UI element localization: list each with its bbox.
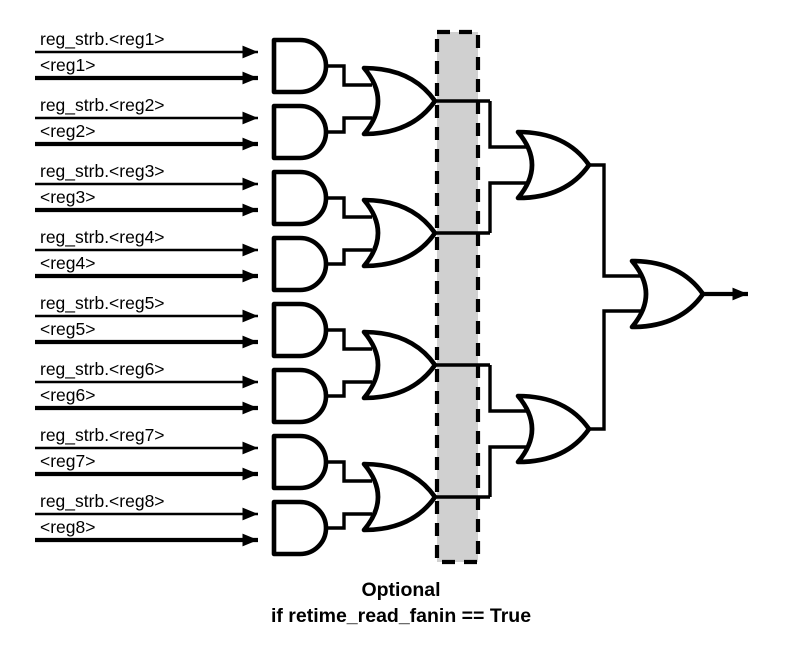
input-wires-row-1 bbox=[35, 45, 258, 85]
connector-orl2a-final bbox=[589, 163, 641, 278]
label-data-reg6: <reg6> bbox=[40, 385, 96, 405]
and-gate-2 bbox=[271, 103, 329, 161]
caption-optional: Optional bbox=[361, 579, 441, 601]
label-data-reg1: <reg1> bbox=[40, 55, 96, 75]
input-wires-row-8 bbox=[35, 507, 258, 547]
or-gate-l1-1 bbox=[361, 65, 438, 137]
or-gate-l1-2 bbox=[361, 197, 438, 269]
label-data-reg7: <reg7> bbox=[40, 451, 96, 471]
wires-through-optional-block bbox=[435, 99, 490, 499]
input-wires-row-6 bbox=[35, 375, 258, 415]
connector-or2-orl2a bbox=[488, 181, 527, 233]
and-gate-6 bbox=[271, 367, 329, 425]
connector-and3-or2 bbox=[326, 196, 372, 219]
and-gate-1 bbox=[271, 37, 329, 95]
or-gate-final bbox=[629, 258, 706, 330]
label-data-reg4: <reg4> bbox=[40, 253, 96, 273]
label-strobe-reg4: reg_strb.<reg4> bbox=[40, 227, 165, 247]
connector-and7-or4 bbox=[326, 460, 372, 483]
and-gate-3 bbox=[271, 169, 329, 227]
input-wires-row-2 bbox=[35, 111, 258, 151]
and-gate-5 bbox=[271, 301, 329, 359]
label-strobe-reg2: reg_strb.<reg2> bbox=[40, 95, 165, 115]
label-data-reg8: <reg8> bbox=[40, 517, 96, 537]
connector-and6-or3 bbox=[326, 380, 372, 398]
label-strobe-reg3: reg_strb.<reg3> bbox=[40, 161, 165, 181]
label-data-reg2: <reg2> bbox=[40, 121, 96, 141]
input-wires-row-3 bbox=[35, 177, 258, 217]
label-strobe-reg1: reg_strb.<reg1> bbox=[40, 29, 165, 49]
label-strobe-reg8: reg_strb.<reg8> bbox=[40, 491, 165, 511]
or-gate-l2-2 bbox=[515, 393, 592, 465]
connector-and5-or3 bbox=[326, 328, 372, 351]
connector-orl2b-final bbox=[589, 309, 641, 431]
label-data-reg3: <reg3> bbox=[40, 187, 96, 207]
connector-and2-or1 bbox=[326, 116, 372, 134]
and-gate-4 bbox=[271, 235, 329, 293]
connector-and1-or1 bbox=[326, 64, 372, 87]
or-gate-l1-3 bbox=[361, 329, 438, 401]
connector-or1-orl2a bbox=[488, 101, 527, 149]
input-wires-row-7 bbox=[35, 441, 258, 481]
connector-or3-orl2b bbox=[488, 365, 527, 413]
label-data-reg5: <reg5> bbox=[40, 319, 96, 339]
connector-and4-or2 bbox=[326, 248, 372, 266]
input-wires-row-4 bbox=[35, 243, 258, 283]
caption-condition: if retime_read_fanin == True bbox=[270, 605, 532, 627]
input-wires-row-5 bbox=[35, 309, 258, 349]
optional-retime-block bbox=[434, 29, 481, 565]
and-gate-7 bbox=[271, 433, 329, 491]
connector-or4-orl2b bbox=[488, 445, 527, 497]
or-gate-l1-4 bbox=[361, 461, 438, 533]
label-strobe-reg5: reg_strb.<reg5> bbox=[40, 293, 165, 313]
or-gate-l2-1 bbox=[515, 129, 592, 201]
connector-and8-or4 bbox=[326, 512, 372, 530]
and-gate-8 bbox=[271, 499, 329, 557]
label-strobe-reg6: reg_strb.<reg6> bbox=[40, 359, 165, 379]
label-strobe-reg7: reg_strb.<reg7> bbox=[40, 425, 165, 445]
